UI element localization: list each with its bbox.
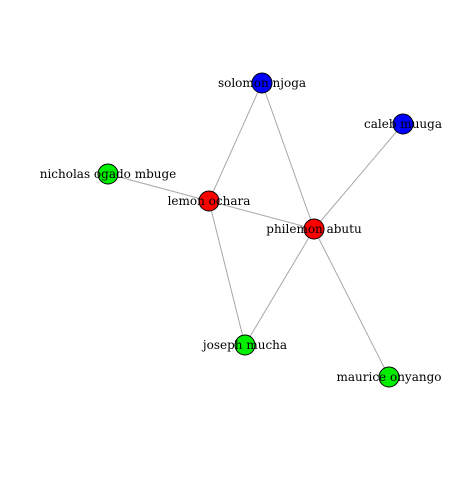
node-label-joseph: joseph mucha: [201, 338, 287, 352]
node-lemon: [198, 190, 220, 212]
edge-solomon-lemon: [208, 82, 263, 202]
edge-nicholas-lemon: [107, 173, 210, 202]
node-label-lemon: lemon ochara: [168, 194, 251, 208]
node-solomon: [251, 72, 273, 94]
node-label-caleb: caleb muuga: [364, 117, 442, 131]
edge-caleb-philemon: [313, 123, 404, 230]
nodes-group: [97, 72, 414, 388]
node-philemon: [303, 218, 325, 240]
node-caleb: [392, 113, 414, 135]
edge-lemon-joseph: [208, 200, 246, 346]
node-label-nicholas: nicholas ogado mbuge: [40, 167, 177, 181]
node-joseph: [234, 334, 256, 356]
node-maurice: [378, 366, 400, 388]
node-label-philemon: philemon abutu: [266, 222, 362, 236]
edge-solomon-philemon: [261, 82, 315, 230]
edge-philemon-joseph: [244, 228, 315, 346]
node-label-maurice: maurice onyango: [337, 370, 442, 384]
labels-group: solomon njoga caleb muuga nicholas ogado m…: [40, 76, 442, 384]
node-nicholas: [97, 163, 119, 185]
edges-group: [107, 82, 404, 378]
edge-lemon-philemon: [208, 200, 315, 230]
edge-philemon-maurice: [313, 228, 390, 378]
node-label-solomon: solomon njoga: [218, 76, 306, 90]
